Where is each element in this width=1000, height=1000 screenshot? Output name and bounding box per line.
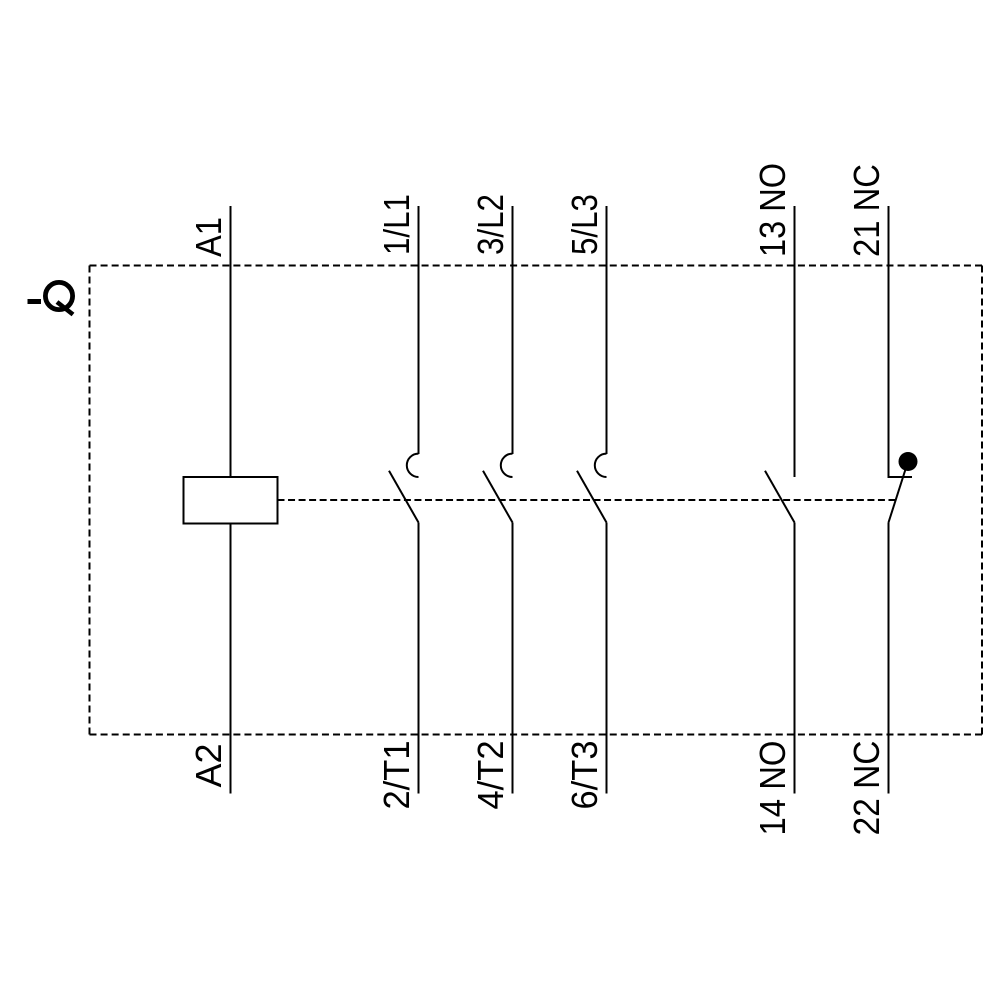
svg-text:21 NC: 21 NC [846, 164, 887, 257]
svg-text:3/L2: 3/L2 [470, 194, 511, 255]
svg-text:4/T2: 4/T2 [470, 741, 511, 810]
svg-text:13 NO: 13 NO [752, 163, 793, 257]
svg-text:A2: A2 [188, 744, 229, 788]
svg-text:14 NO: 14 NO [752, 741, 793, 836]
svg-text:2/T1: 2/T1 [376, 741, 417, 810]
svg-text:22 NC: 22 NC [846, 741, 887, 836]
svg-text:1/L1: 1/L1 [376, 194, 417, 255]
svg-text:6/T3: 6/T3 [564, 741, 605, 810]
svg-text:5/L3: 5/L3 [564, 194, 605, 255]
svg-text:A1: A1 [188, 217, 229, 257]
